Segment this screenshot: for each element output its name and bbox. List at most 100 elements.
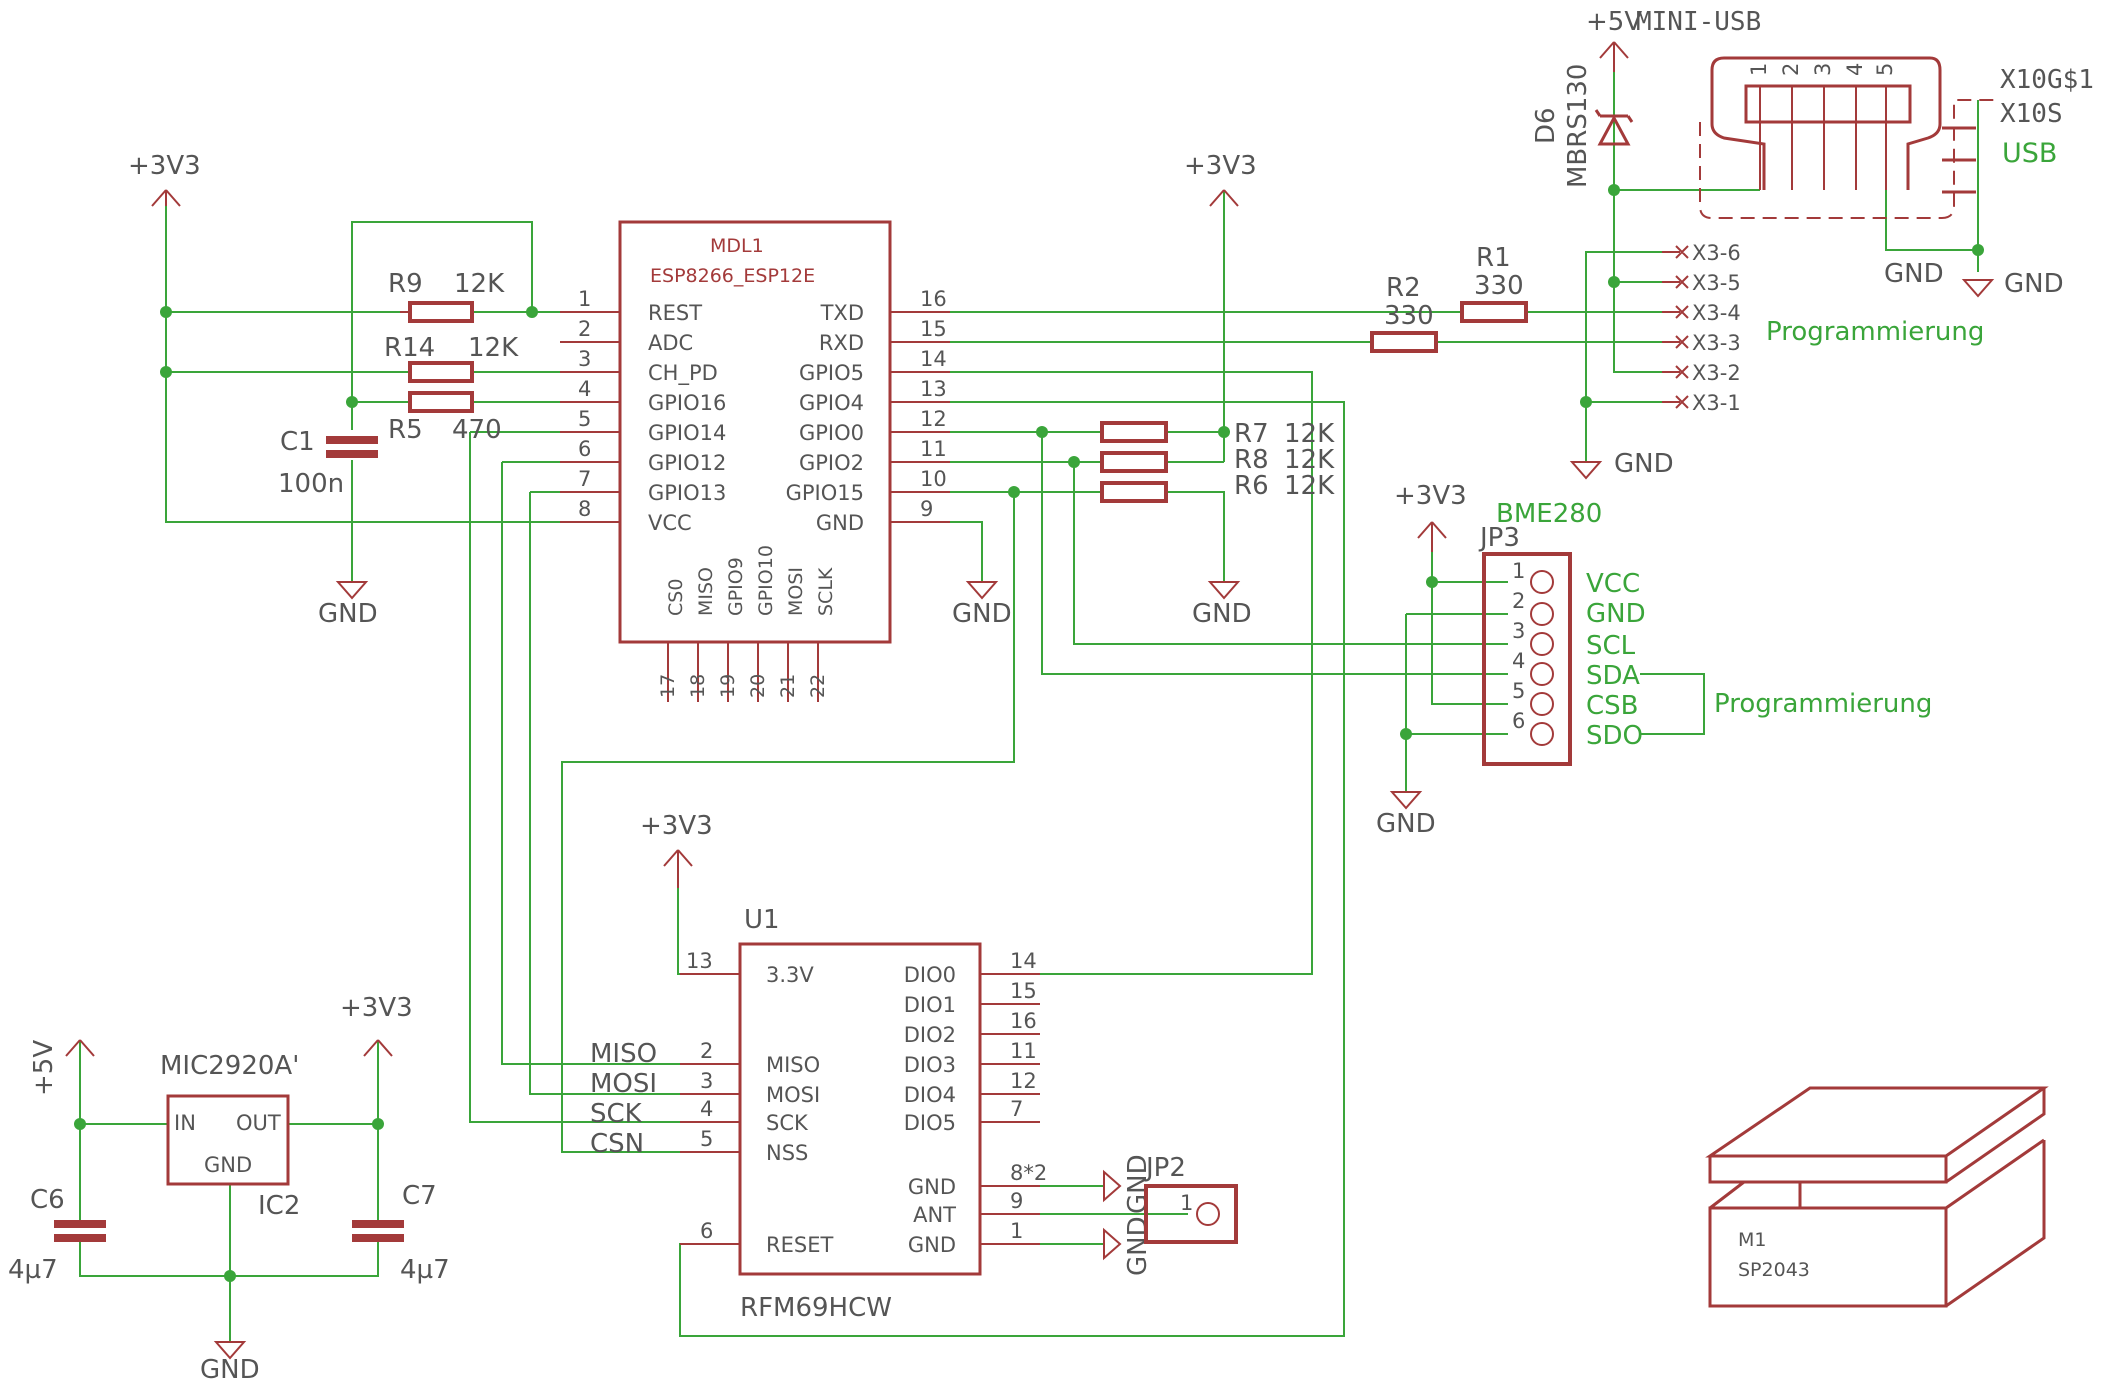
enclosure-m1: M1 SP2043 (1705, 1086, 2049, 1308)
supply-3v3-bme: +3V3 (1394, 481, 1467, 552)
resistor-name: R6 (1234, 471, 1269, 501)
regulator-ic2: MIC2920A' IC2 IN OUT GND (160, 1051, 300, 1221)
resistor-r5: R5 470 (388, 391, 502, 445)
pin-name: SCK (766, 1111, 809, 1135)
pin-name: VCC (648, 511, 692, 535)
pin-name: GPIO16 (648, 391, 726, 415)
resistor-r2: R2 330 (1370, 273, 1438, 353)
pin-number: 22 (807, 674, 829, 698)
pin-name: GPIO13 (648, 481, 726, 505)
usb-pin-number: 1 (1747, 63, 1771, 76)
pin-name-scl: SCL (1586, 631, 1636, 661)
pin-number: 7 (578, 467, 591, 491)
gnd-label: GND (1376, 809, 1436, 839)
pin-name: SCLK (815, 567, 837, 616)
regulator-name: IC2 (258, 1191, 300, 1221)
x3-pin-1: X3-1 (1692, 391, 1741, 415)
pin-number: 6 (700, 1219, 713, 1243)
pin-number: 3 (700, 1069, 713, 1093)
supply-label: +3V3 (1184, 151, 1257, 181)
pin-number: 9 (920, 497, 933, 521)
jp3-bme280-connector: BME280 JP3 1 2 3 4 5 6 VCC GND SCL SDA C… (1478, 499, 1932, 766)
resistor-r7: R7 12K (1100, 419, 1335, 449)
pin-number: 12 (1010, 1069, 1037, 1093)
supply-3v3-reg: +3V3 (340, 993, 413, 1057)
pin-name: CS0 (665, 579, 687, 616)
pin-name: CH_PD (648, 361, 718, 386)
pin-name: GPIO9 (725, 557, 747, 616)
pin-number: 10 (920, 467, 947, 491)
pin-number: 11 (1010, 1039, 1037, 1063)
pin-number: 2 (578, 317, 591, 341)
gnd-r6: GND (1192, 581, 1252, 629)
pin-name: DIO1 (904, 993, 956, 1017)
resistor-value: 12K (1284, 471, 1335, 501)
pin-number: 1 (1512, 559, 1525, 583)
x3-pin-4: X3-4 (1692, 301, 1741, 325)
programming-label-x3: Programmierung (1766, 317, 1984, 347)
supply-3v3-left: +3V3 (128, 151, 201, 207)
pin-name: RESET (766, 1233, 833, 1257)
gnd-label: GND (1123, 1216, 1153, 1276)
supply-5v-reg: +5V (29, 1039, 95, 1096)
pin-number: 2 (700, 1039, 713, 1063)
gnd-label: GND (2004, 269, 2064, 299)
programming-label-jp3: Programmierung (1714, 689, 1932, 719)
usb-pin-number: 5 (1873, 63, 1897, 76)
pin-number: 5 (700, 1127, 713, 1151)
supply-3v3-mid: +3V3 (1184, 151, 1257, 207)
pin-number: 1 (1010, 1219, 1023, 1243)
resistor-name: R8 (1234, 445, 1269, 475)
pin-number: 18 (687, 674, 709, 698)
resistor-value: 12K (468, 333, 519, 363)
net-label-mosi: MOSI (590, 1069, 657, 1099)
pin-number: 13 (686, 949, 713, 973)
esp8266-module: MDL1 ESP8266_ESP12E 1 2 3 4 5 6 7 8 REST… (560, 220, 950, 702)
pin-number: 5 (1512, 679, 1525, 703)
gnd-usb: GND (1961, 269, 2064, 299)
resistor-name: R7 (1234, 419, 1269, 449)
pin-number: 3 (578, 347, 591, 371)
pin-name: MISO (695, 567, 717, 616)
pin-number: 14 (1010, 949, 1037, 973)
pin-name: DIO5 (904, 1111, 956, 1135)
x3-pin-5: X3-5 (1692, 271, 1741, 295)
resistor-value: 330 (1474, 271, 1524, 301)
jp2-connector: JP2 1 (1144, 1153, 1238, 1244)
module-name: U1 (744, 905, 780, 935)
usb-value: X10S (2000, 99, 2063, 129)
pin-name: GPIO10 (755, 545, 777, 616)
capacitor-name: C6 (30, 1185, 65, 1215)
pin-name-sda: SDA (1586, 661, 1640, 691)
pin-name: OUT (236, 1111, 281, 1135)
regulator-value: MIC2920A' (160, 1051, 299, 1081)
capacitor-c7: C7 4µ7 (352, 1181, 450, 1285)
pin-number: 11 (920, 437, 947, 461)
pin-name: DIO0 (904, 963, 956, 987)
spi-net-labels: MISO MOSI SCK CSN (590, 1039, 657, 1159)
usb-label: USB (2002, 138, 2057, 169)
mini-usb-connector: MINI-USB 1 2 3 4 5 X10G$1 X10S USB GND (1636, 7, 2094, 289)
pin-number: 1 (578, 287, 591, 311)
module-value: RFM69HCW (740, 1293, 892, 1323)
resistor-name: R1 (1476, 243, 1511, 273)
resistor-r1: R1 330 (1460, 243, 1528, 323)
pin-number: 16 (920, 287, 947, 311)
pin-name: NSS (766, 1141, 808, 1165)
usb-pin-number: 3 (1811, 63, 1835, 76)
resistor-name: R9 (388, 269, 423, 299)
pin-number: 6 (578, 437, 591, 461)
pin-number: 9 (1010, 1189, 1023, 1213)
pin-number: 12 (920, 407, 947, 431)
resistor-name: R2 (1386, 273, 1421, 303)
resistor-r8: R8 12K (1100, 445, 1335, 475)
gnd-bme: GND (1376, 791, 1436, 839)
pin-number: 21 (777, 674, 799, 698)
pin-name: RXD (819, 331, 864, 355)
x3-header: X3-6 X3-5 X3-4 X3-3 X3-2 X3-1 Programmie… (1662, 241, 1984, 415)
pin-number: 16 (1010, 1009, 1037, 1033)
gnd-esp: GND (952, 581, 1012, 629)
pin-name-gnd: GND (1586, 599, 1646, 629)
net-label-sck: SCK (590, 1099, 643, 1129)
